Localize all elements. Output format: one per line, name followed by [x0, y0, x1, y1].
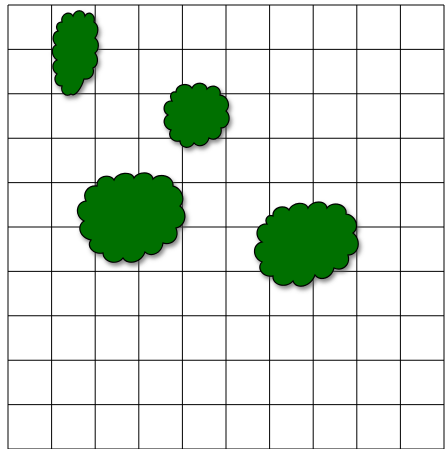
game-board: [0, 0, 445, 449]
